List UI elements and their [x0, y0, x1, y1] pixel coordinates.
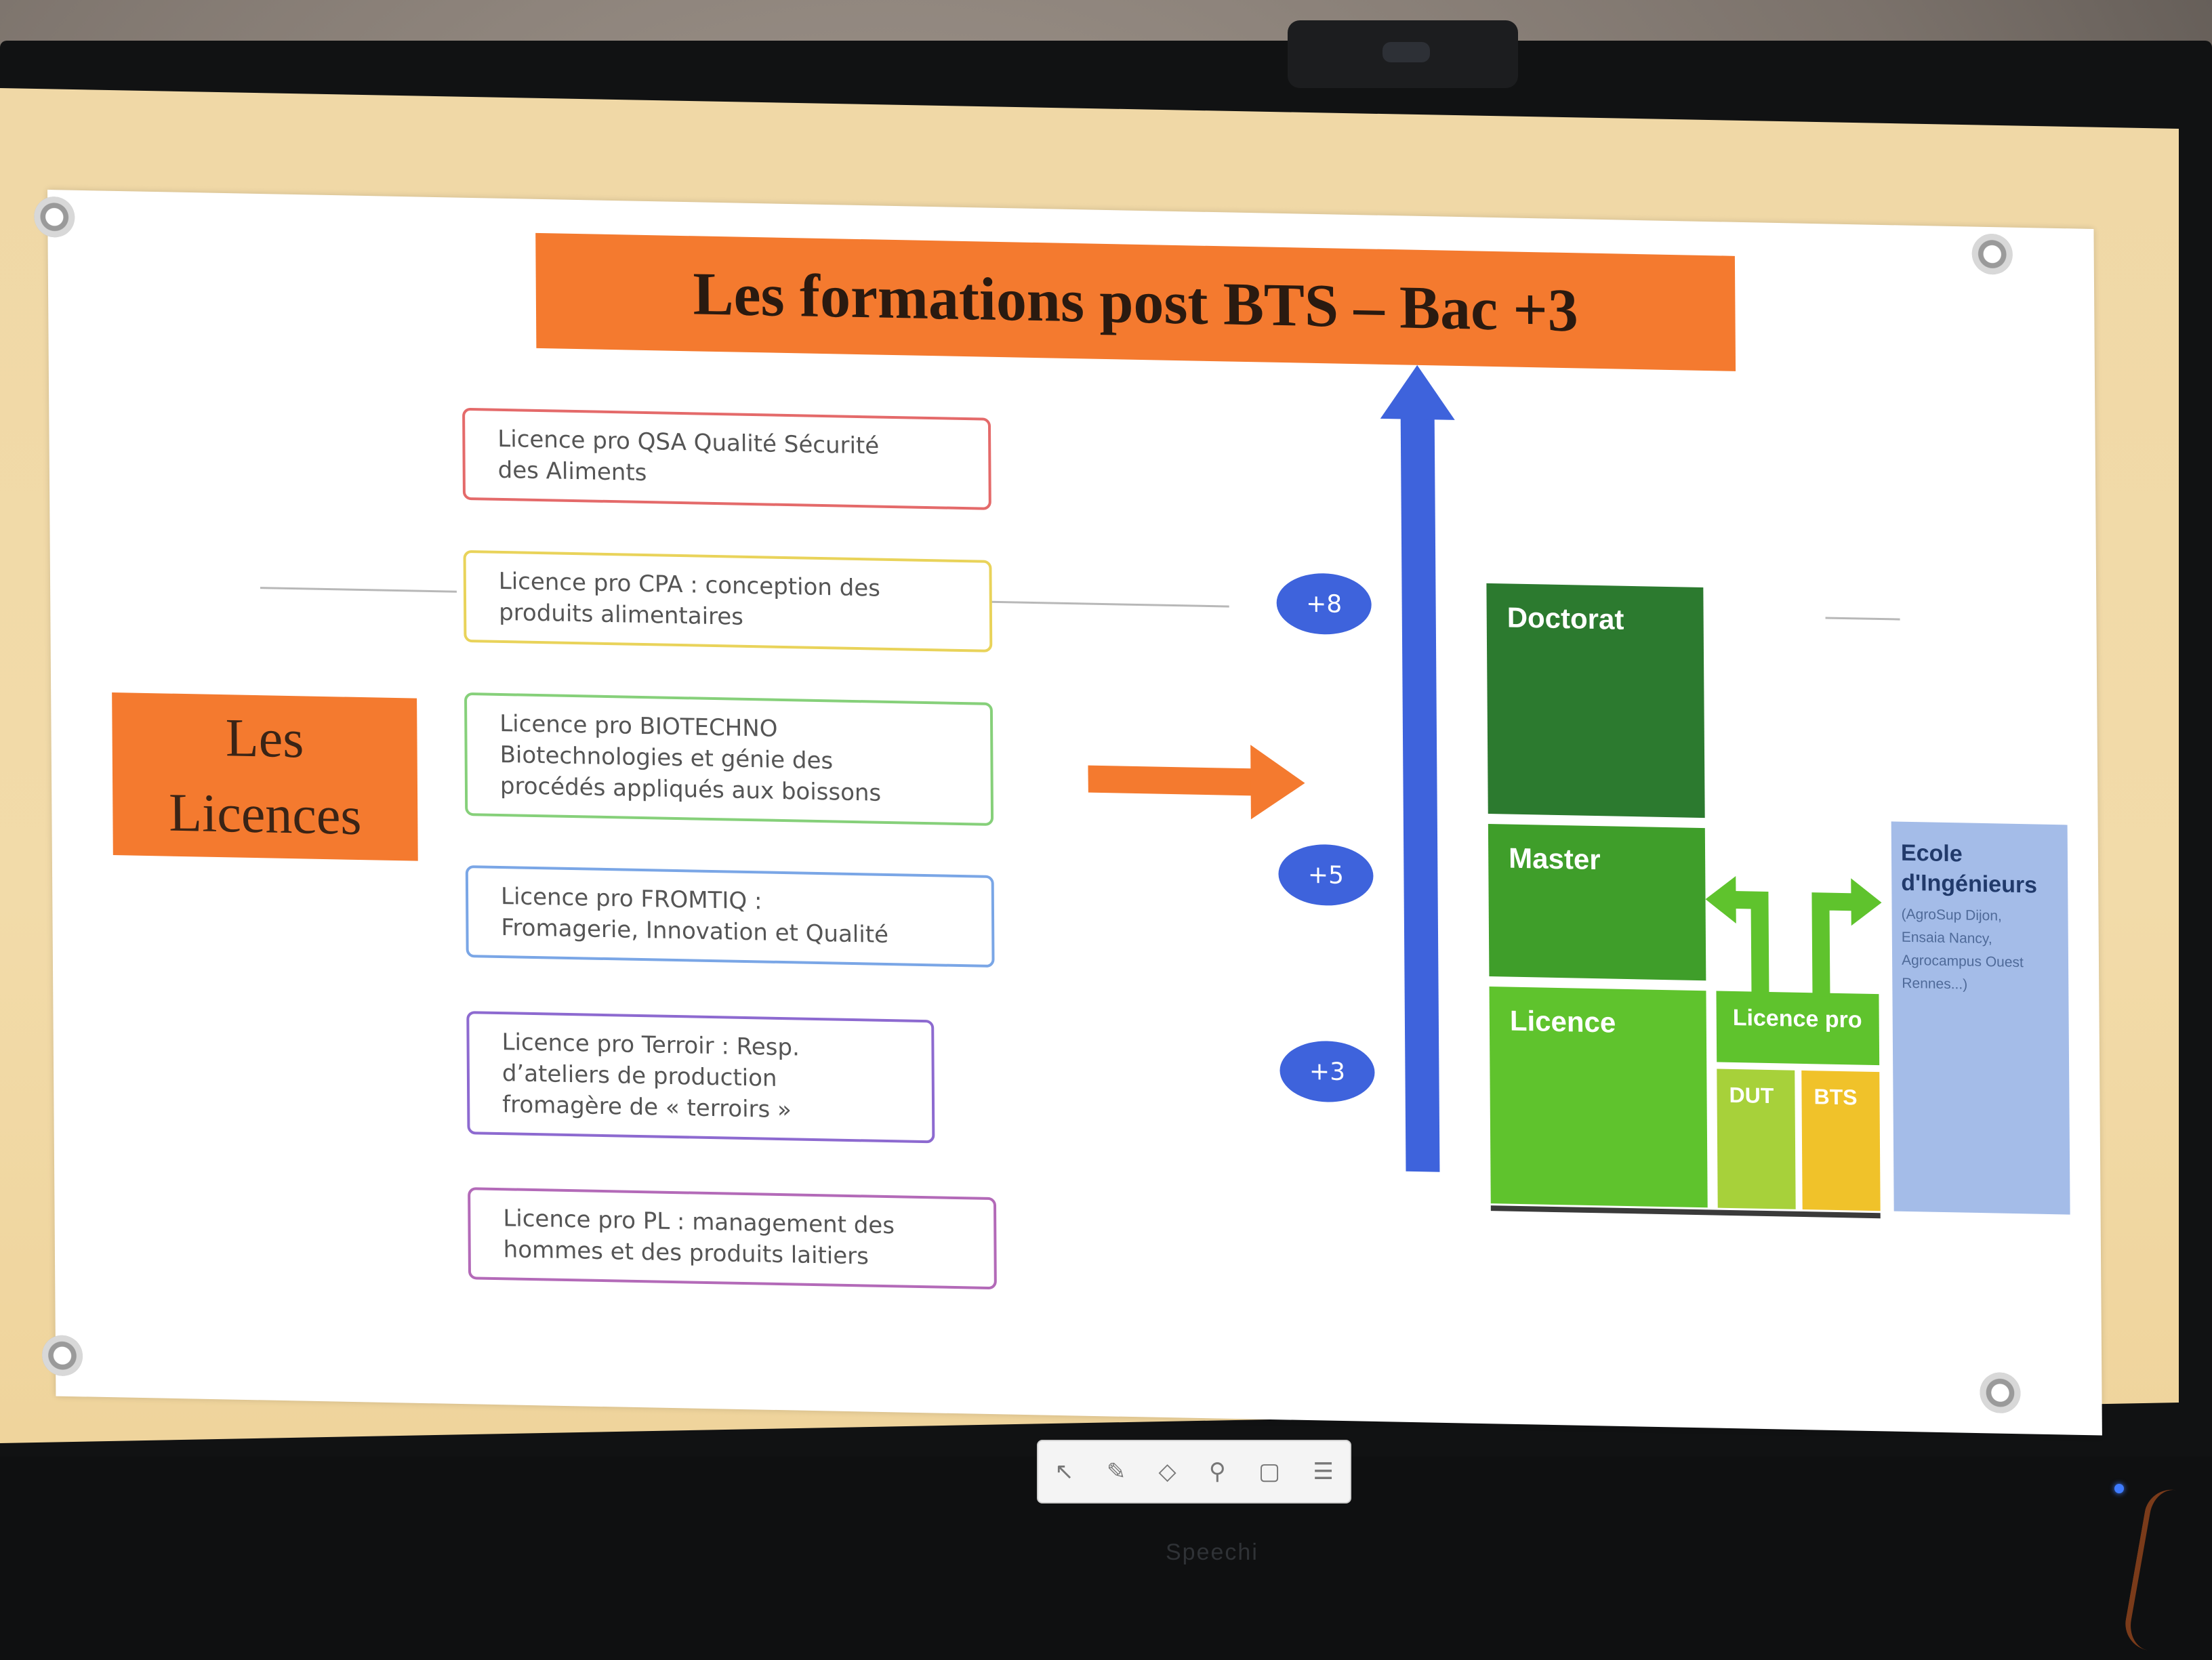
screen-icon[interactable]: ▢	[1258, 1459, 1281, 1485]
divider-line-left	[260, 587, 457, 593]
arrow-up-right-icon	[1811, 878, 1882, 997]
annotation-toolbar: ↖ ✎ ◇ ⚲ ▢ ☰	[1037, 1440, 1351, 1503]
slide-title: Les formations post BTS – Bac +3	[693, 260, 1579, 344]
webcam-lens	[1382, 42, 1430, 62]
pointer-icon[interactable]: ↖	[1054, 1459, 1074, 1485]
block-ecole-ingenieurs: Ecole d'Ingénieurs (AgroSup Dijon, Ensai…	[1891, 821, 2070, 1215]
pin-bottom-left	[41, 1335, 83, 1377]
ecole-title-line: Ecole	[1900, 839, 1963, 867]
divider-line-center	[985, 600, 1229, 608]
ecole-detail-line: (AgroSup Dijon,	[1901, 906, 2002, 924]
licence-item-terroir: Licence pro Terroir : Resp. d’ateliers d…	[466, 1011, 935, 1144]
licence-item-qsa: Licence pro QSA Qualité Sécurité des Ali…	[462, 407, 991, 510]
eraser-icon[interactable]: ◇	[1158, 1459, 1176, 1485]
level-axis-arrow-icon	[1380, 365, 1455, 1172]
monitor-brand: Speechi	[1166, 1539, 1258, 1565]
level-badge-plus-3: +3	[1279, 1040, 1375, 1103]
ecole-detail-line: Agrocampus Ouest	[1901, 952, 2024, 971]
les-licences-line-1: Les	[225, 708, 304, 770]
block-bts: BTS	[1801, 1070, 1881, 1211]
power-led	[2114, 1484, 2124, 1493]
pen-icon[interactable]: ✎	[1106, 1459, 1126, 1485]
licence-item-fromtiq: Licence pro FROMTIQ : Fromagerie, Innova…	[465, 865, 995, 968]
slide-title-box: Les formations post BTS – Bac +3	[535, 232, 1736, 371]
pin-top-right	[1971, 233, 2013, 275]
level-badge-plus-8: +8	[1276, 572, 1372, 636]
pin-top-left	[34, 196, 75, 238]
licence-item-pl: Licence pro PL : management des hommes e…	[468, 1187, 997, 1290]
level-badge-plus-5: +5	[1278, 844, 1374, 907]
zoom-icon[interactable]: ⚲	[1208, 1459, 1226, 1485]
divider-line-right	[1825, 617, 1900, 621]
licence-item-line: fromagère de « terroirs »	[502, 1091, 792, 1124]
ecole-detail-line: Rennes...)	[1902, 975, 1968, 993]
arrow-up-left-icon	[1705, 876, 1769, 995]
ecole-title-line: d'Ingénieurs	[1901, 869, 2038, 898]
ecole-detail-line: Ensaia Nancy,	[1901, 929, 1992, 947]
presentation-slide: Les formations post BTS – Bac +3 Les Lic…	[34, 190, 2102, 1436]
licence-item-cpa: Licence pro CPA : conception des produit…	[463, 549, 993, 652]
block-doctorat: Doctorat	[1486, 583, 1705, 818]
arrow-right-icon	[1088, 745, 1305, 820]
les-licences-label: Les Licences	[112, 692, 418, 861]
licence-item-biotechno: Licence pro BIOTECHNO Biotechnologies et…	[464, 692, 994, 826]
block-master: Master	[1488, 823, 1706, 981]
block-licence-pro: Licence pro	[1716, 991, 1880, 1066]
block-licence: Licence	[1489, 987, 1708, 1208]
block-dut: DUT	[1717, 1068, 1796, 1209]
les-licences-line-2: Licences	[168, 783, 362, 847]
pin-bottom-right	[1980, 1372, 2021, 1414]
menu-icon[interactable]: ☰	[1313, 1459, 1334, 1485]
